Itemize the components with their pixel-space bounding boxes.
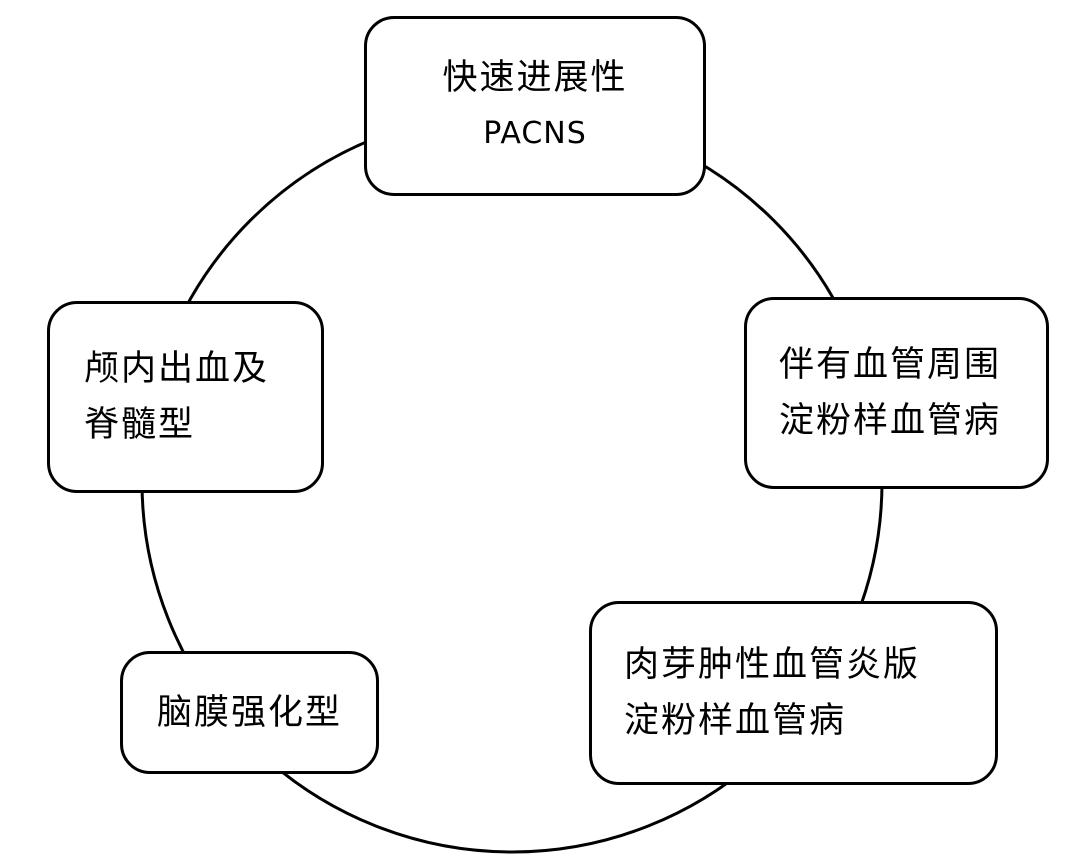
node-label-line: PACNS [483, 116, 587, 151]
node-label-line: 淀粉样血管病 [624, 701, 847, 741]
node-intracranial-hemorrhage-spinal: 颅内出血及 脊髓型 [47, 301, 324, 493]
node-rapid-progressive-pacns: 快速进展性 PACNS [364, 16, 706, 196]
node-label-line: 伴有血管周围 [779, 345, 1002, 385]
node-label-line: 肉芽肿性血管炎版 [624, 645, 921, 685]
node-granulomatous-vasculitis-amyloid-angiopathy: 肉芽肿性血管炎版 淀粉样血管病 [589, 601, 998, 785]
node-label-line: 淀粉样血管病 [779, 401, 1002, 441]
node-label-line: 颅内出血及 [84, 349, 270, 389]
node-perivascular-amyloid-angiopathy: 伴有血管周围 淀粉样血管病 [744, 297, 1049, 489]
node-label-line: 快速进展性 [442, 58, 628, 98]
node-meningeal-enhancement: 脑膜强化型 [120, 651, 379, 774]
node-label-line: 脑膜强化型 [156, 692, 342, 733]
node-label-line: 脊髓型 [84, 405, 196, 445]
